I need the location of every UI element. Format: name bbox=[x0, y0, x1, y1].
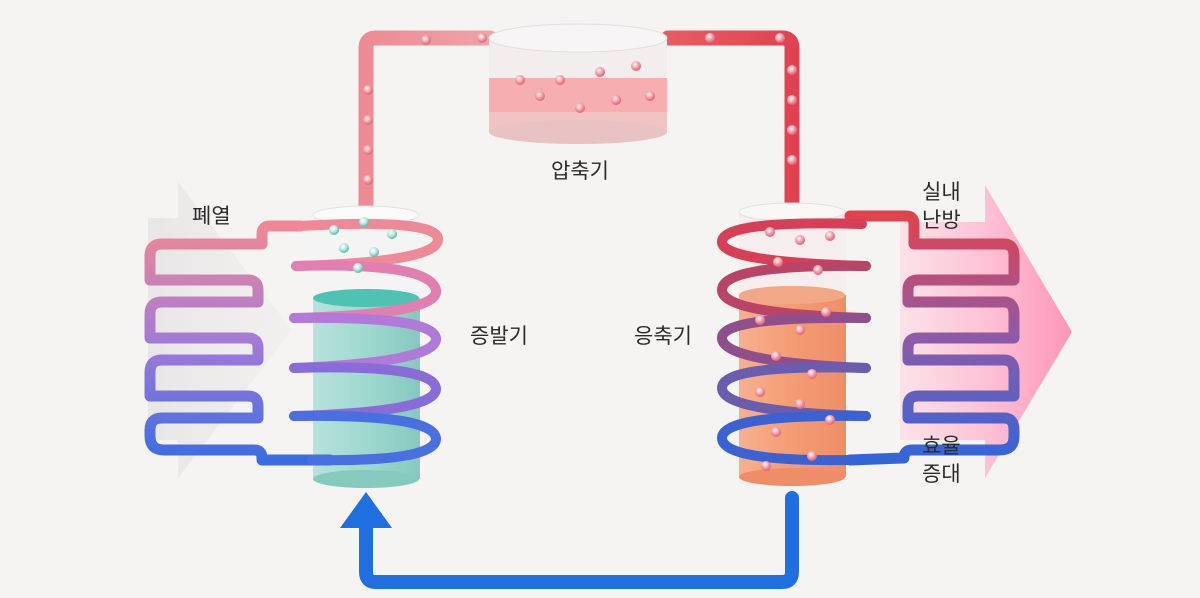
refrigerant-particle-icon bbox=[705, 33, 715, 43]
condenser-coil bbox=[716, 218, 871, 466]
arrow-up-icon bbox=[340, 492, 392, 528]
refrigerant-particle-icon bbox=[363, 175, 373, 185]
refrigerant-particle-icon bbox=[359, 217, 369, 227]
refrigerant-particle-icon bbox=[787, 65, 797, 75]
indoor-heating-label-line2: 난방 bbox=[922, 208, 961, 232]
waste-heat-label: 폐열 bbox=[192, 204, 231, 228]
condenser-tank bbox=[738, 202, 846, 486]
indoor-heating-label: 실내 난방 bbox=[922, 178, 961, 234]
evaporator-coil bbox=[289, 218, 443, 466]
refrigerant-particle-icon bbox=[795, 399, 805, 409]
refrigerant-particle-icon bbox=[821, 307, 831, 317]
refrigerant-particle-icon bbox=[771, 427, 781, 437]
refrigerant-particle-icon bbox=[339, 243, 349, 253]
refrigerant-particle-icon bbox=[363, 145, 373, 155]
refrigerant-particle-icon bbox=[353, 263, 363, 273]
condenser-serpentine-pipe bbox=[844, 210, 1020, 466]
efficiency-label-line1: 효율 bbox=[922, 434, 961, 458]
evaporator-tank bbox=[312, 205, 420, 488]
pipe-compressor-to-condenser bbox=[660, 30, 800, 220]
refrigerant-particle-icon bbox=[363, 115, 373, 125]
refrigerant-particle-icon bbox=[813, 265, 823, 275]
compressor bbox=[488, 23, 668, 144]
refrigerant-particle-icon bbox=[645, 91, 655, 101]
refrigerant-particle-icon bbox=[535, 91, 545, 101]
refrigerant-particle-icon bbox=[575, 103, 585, 113]
refrigerant-particle-icon bbox=[477, 33, 487, 43]
refrigerant-particle-icon bbox=[795, 325, 805, 335]
return-pipe bbox=[359, 491, 799, 589]
indoor-heating-arrow bbox=[900, 185, 1072, 478]
refrigerant-particle-icon bbox=[807, 369, 817, 379]
refrigerant-particle-icon bbox=[765, 227, 775, 237]
waste-heat-arrow bbox=[148, 182, 292, 478]
refrigerant-particle-icon bbox=[771, 351, 781, 361]
refrigerant-particle-icon bbox=[611, 95, 621, 105]
pipe-evaporator-to-compressor bbox=[358, 30, 498, 220]
refrigerant-particle-icon bbox=[787, 155, 797, 165]
refrigerant-particle-icon bbox=[329, 225, 339, 235]
refrigerant-particle-icon bbox=[631, 61, 641, 71]
refrigerant-particle-icon bbox=[755, 315, 765, 325]
evaporator-label: 증발기 bbox=[470, 324, 528, 348]
refrigerant-particle-icon bbox=[773, 257, 783, 267]
compressor-label: 압축기 bbox=[551, 159, 609, 183]
refrigerant-particle-icon bbox=[555, 75, 565, 85]
refrigerant-particle-icon bbox=[807, 451, 817, 461]
refrigerant-particle-icon bbox=[755, 387, 765, 397]
indoor-heating-label-line1: 실내 bbox=[922, 180, 961, 204]
refrigerant-particle-icon bbox=[775, 33, 785, 43]
refrigerant-particle-icon bbox=[761, 461, 771, 471]
refrigerant-particle-icon bbox=[825, 415, 835, 425]
efficiency-label-line2: 증대 bbox=[922, 462, 961, 486]
refrigerant-particle-icon bbox=[515, 75, 525, 85]
efficiency-label: 효율 증대 bbox=[922, 432, 961, 488]
condenser-label: 응축기 bbox=[634, 324, 692, 348]
refrigerant-particle-icon bbox=[795, 235, 805, 245]
refrigerant-particle-icon bbox=[421, 35, 431, 45]
refrigerant-particle-icon bbox=[369, 247, 379, 257]
refrigerant-particle-icon bbox=[787, 95, 797, 105]
refrigerant-particle-icon bbox=[787, 125, 797, 135]
refrigerant-particle-icon bbox=[595, 67, 605, 77]
refrigerant-particle-icon bbox=[387, 229, 397, 239]
evaporator-serpentine-pipe bbox=[144, 220, 336, 466]
refrigerant-particle-icon bbox=[825, 231, 835, 241]
refrigerant-particle-icons bbox=[329, 33, 835, 471]
refrigerant-particle-icon bbox=[363, 85, 373, 95]
